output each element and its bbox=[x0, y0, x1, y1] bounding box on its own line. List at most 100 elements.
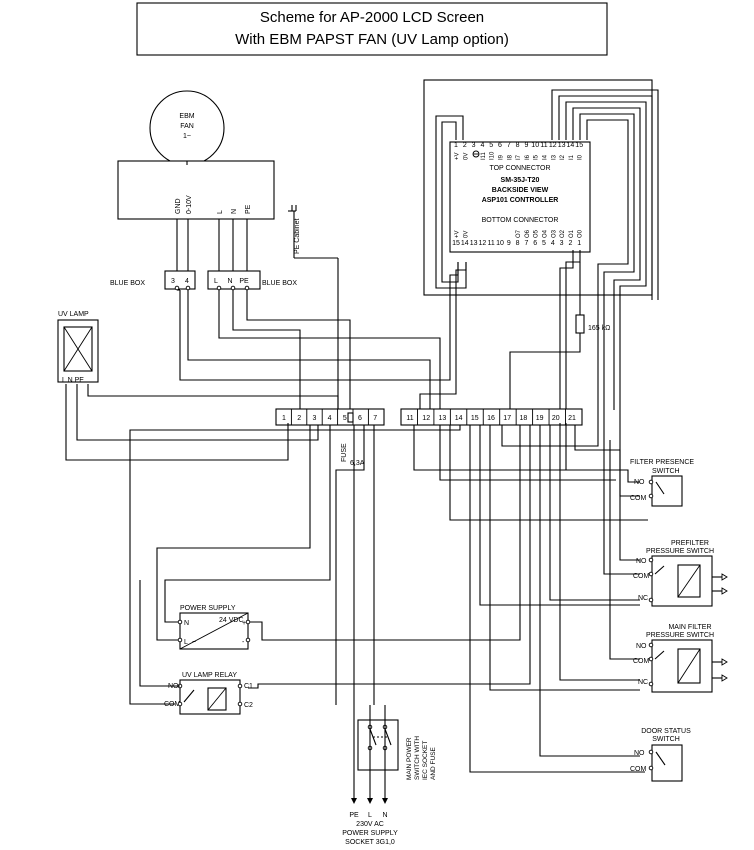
prefilter-title-2: PRESSURE SWITCH bbox=[646, 548, 714, 555]
terminal-label: 15 bbox=[471, 415, 479, 422]
controller-bottom-signal: O1 bbox=[569, 229, 575, 238]
title-block: Scheme for AP-2000 LCD Screen With EBM P… bbox=[136, 2, 608, 56]
terminal-label: 20 bbox=[552, 415, 560, 422]
blue-box-pin-n: N bbox=[227, 278, 232, 285]
controller-bottom-signal: O5 bbox=[534, 229, 540, 238]
fan-pin-l: L bbox=[217, 210, 224, 214]
prefilter-no: NO bbox=[636, 558, 647, 565]
blue-box-pin-pe: PE bbox=[239, 278, 249, 285]
fan-pin-gnd: GND bbox=[175, 198, 182, 214]
controller-top-signal: I9 bbox=[499, 154, 505, 160]
bottom-connector-label: BOTTOM CONNECTOR bbox=[482, 217, 559, 224]
fan-pin-signal: 0-10V bbox=[186, 195, 193, 214]
power-supply-l: L bbox=[184, 639, 188, 646]
terminal-drops bbox=[129, 418, 648, 773]
uv-relay-label: UV LAMP RELAY bbox=[182, 672, 237, 679]
controller-bottom-signal: O3 bbox=[551, 229, 557, 238]
terminal-label: 2 bbox=[297, 415, 301, 422]
terminal-label: 4 bbox=[328, 415, 332, 422]
controller-bottom-pin: 3 bbox=[560, 240, 564, 247]
filter-presence-no: NO bbox=[634, 479, 645, 486]
main-filter-com: COM bbox=[633, 658, 650, 665]
controller-bottom-wiring: 165 kΩ bbox=[177, 250, 610, 423]
controller-bottom-signal: O7 bbox=[516, 229, 522, 238]
controller-bottom-pin: 5 bbox=[542, 240, 546, 247]
main-filter-no: NO bbox=[636, 643, 647, 650]
power-supply-plus: + bbox=[242, 620, 246, 627]
filter-presence-switch: FILTER PRESENCE SWITCH NO COM bbox=[630, 459, 694, 507]
filter-presence-title-2: SWITCH bbox=[652, 468, 680, 475]
controller-top-signal: I10 bbox=[490, 151, 496, 160]
uv-relay-c2: C2 bbox=[244, 702, 253, 709]
blue-box-left-label: BLUE BOX bbox=[110, 280, 145, 287]
fan-pin-n: N bbox=[231, 209, 238, 214]
main-switch-line-1: MAIN POWER bbox=[406, 737, 413, 780]
controller-top-signal: I0 bbox=[578, 154, 584, 160]
filter-presence-title-1: FILTER PRESENCE bbox=[630, 459, 694, 466]
blue-box-pin-4: 4 bbox=[185, 278, 189, 285]
terminal-label: 13 bbox=[439, 415, 447, 422]
terminal-label: 14 bbox=[455, 415, 463, 422]
pe-cabinet: PE Cabinet bbox=[288, 205, 339, 412]
power-supply-socket: PE L N 230V AC POWER SUPPLY SOCKET 3G1,0 bbox=[342, 812, 398, 846]
terminal-label: 12 bbox=[422, 415, 430, 422]
prefilter-nc: NC bbox=[638, 595, 648, 602]
controller-bottom-pin: 2 bbox=[568, 240, 572, 247]
fan-connection-box bbox=[117, 160, 275, 220]
blue-box-pin-3: 3 bbox=[171, 278, 175, 285]
prefilter-title-1: PREFILTER bbox=[671, 540, 709, 547]
uv-relay-c1: C1 bbox=[244, 683, 253, 690]
power-supply: POWER SUPPLY N L ~ 24 VDC + - bbox=[177, 605, 251, 650]
terminal-label: 7 bbox=[373, 415, 377, 422]
power-supply-minus: - bbox=[242, 639, 245, 646]
supply-n: N bbox=[382, 812, 387, 819]
controller-bottom-signal: O4 bbox=[543, 229, 549, 238]
controller-top-signal: 0V bbox=[463, 153, 469, 160]
terminal-label: 11 bbox=[406, 415, 413, 422]
title-line-1: Scheme for AP-2000 LCD Screen bbox=[260, 9, 484, 26]
pe-cabinet-label: PE Cabinet bbox=[294, 219, 301, 254]
uv-lamp-wiring bbox=[65, 384, 339, 461]
blue-box-right-label: BLUE BOX bbox=[262, 280, 297, 287]
controller-bottom-pin: 4 bbox=[551, 240, 555, 247]
main-switch-line-2: SWITCH WITH bbox=[414, 736, 421, 780]
controller-top-pin: 10 bbox=[531, 142, 539, 149]
controller-bottom-signal: O6 bbox=[525, 229, 531, 238]
fuse-label: FUSE bbox=[341, 443, 348, 462]
controller-bottom-pin: 7 bbox=[524, 240, 528, 247]
supply-line-2: POWER SUPPLY bbox=[342, 830, 398, 837]
supply-line-1: 230V AC bbox=[356, 821, 384, 828]
controller-bottom-pin: 9 bbox=[507, 240, 511, 247]
controller-bottom-pin: 15 bbox=[452, 240, 460, 247]
filter-presence-com: COM bbox=[630, 495, 647, 502]
controller-top-signal: I3 bbox=[551, 154, 557, 160]
main-power-switch: MAIN POWER SWITCH WITH IEC SOCKET AND FU… bbox=[351, 705, 437, 804]
main-filter-pressure-switch: MAIN FILTER PRESSURE SWITCH NO COM NC bbox=[633, 624, 728, 693]
controller-bottom-signal: O2 bbox=[560, 229, 566, 238]
controller-body bbox=[449, 141, 591, 253]
controller-top-signal: I1 bbox=[569, 154, 575, 160]
door-status-title-1: DOOR STATUS bbox=[641, 728, 691, 735]
fan-label-2: FAN bbox=[180, 123, 194, 130]
power-supply-n: N bbox=[184, 620, 189, 627]
uv-relay-com: COM bbox=[164, 701, 181, 708]
blue-box-pin-l: L bbox=[214, 278, 218, 285]
terminal-label: 19 bbox=[536, 415, 544, 422]
controller-bottom-pin: 11 bbox=[488, 240, 495, 247]
prefilter-com: COM bbox=[633, 573, 650, 580]
uv-lamp-pins: L N PE bbox=[62, 377, 84, 384]
terminal-label: 18 bbox=[520, 415, 528, 422]
prefilter-pressure-switch: PREFILTER PRESSURE SWITCH NO COM NC bbox=[633, 540, 728, 607]
controller-view: BACKSIDE VIEW bbox=[492, 187, 549, 194]
controller-top-signal: I8 bbox=[507, 154, 513, 160]
door-status-no: NO bbox=[634, 750, 645, 757]
controller-top-pin: 6 bbox=[498, 142, 502, 149]
main-filter-nc: NC bbox=[638, 679, 648, 686]
controller-top-pin: 2 bbox=[463, 142, 467, 149]
